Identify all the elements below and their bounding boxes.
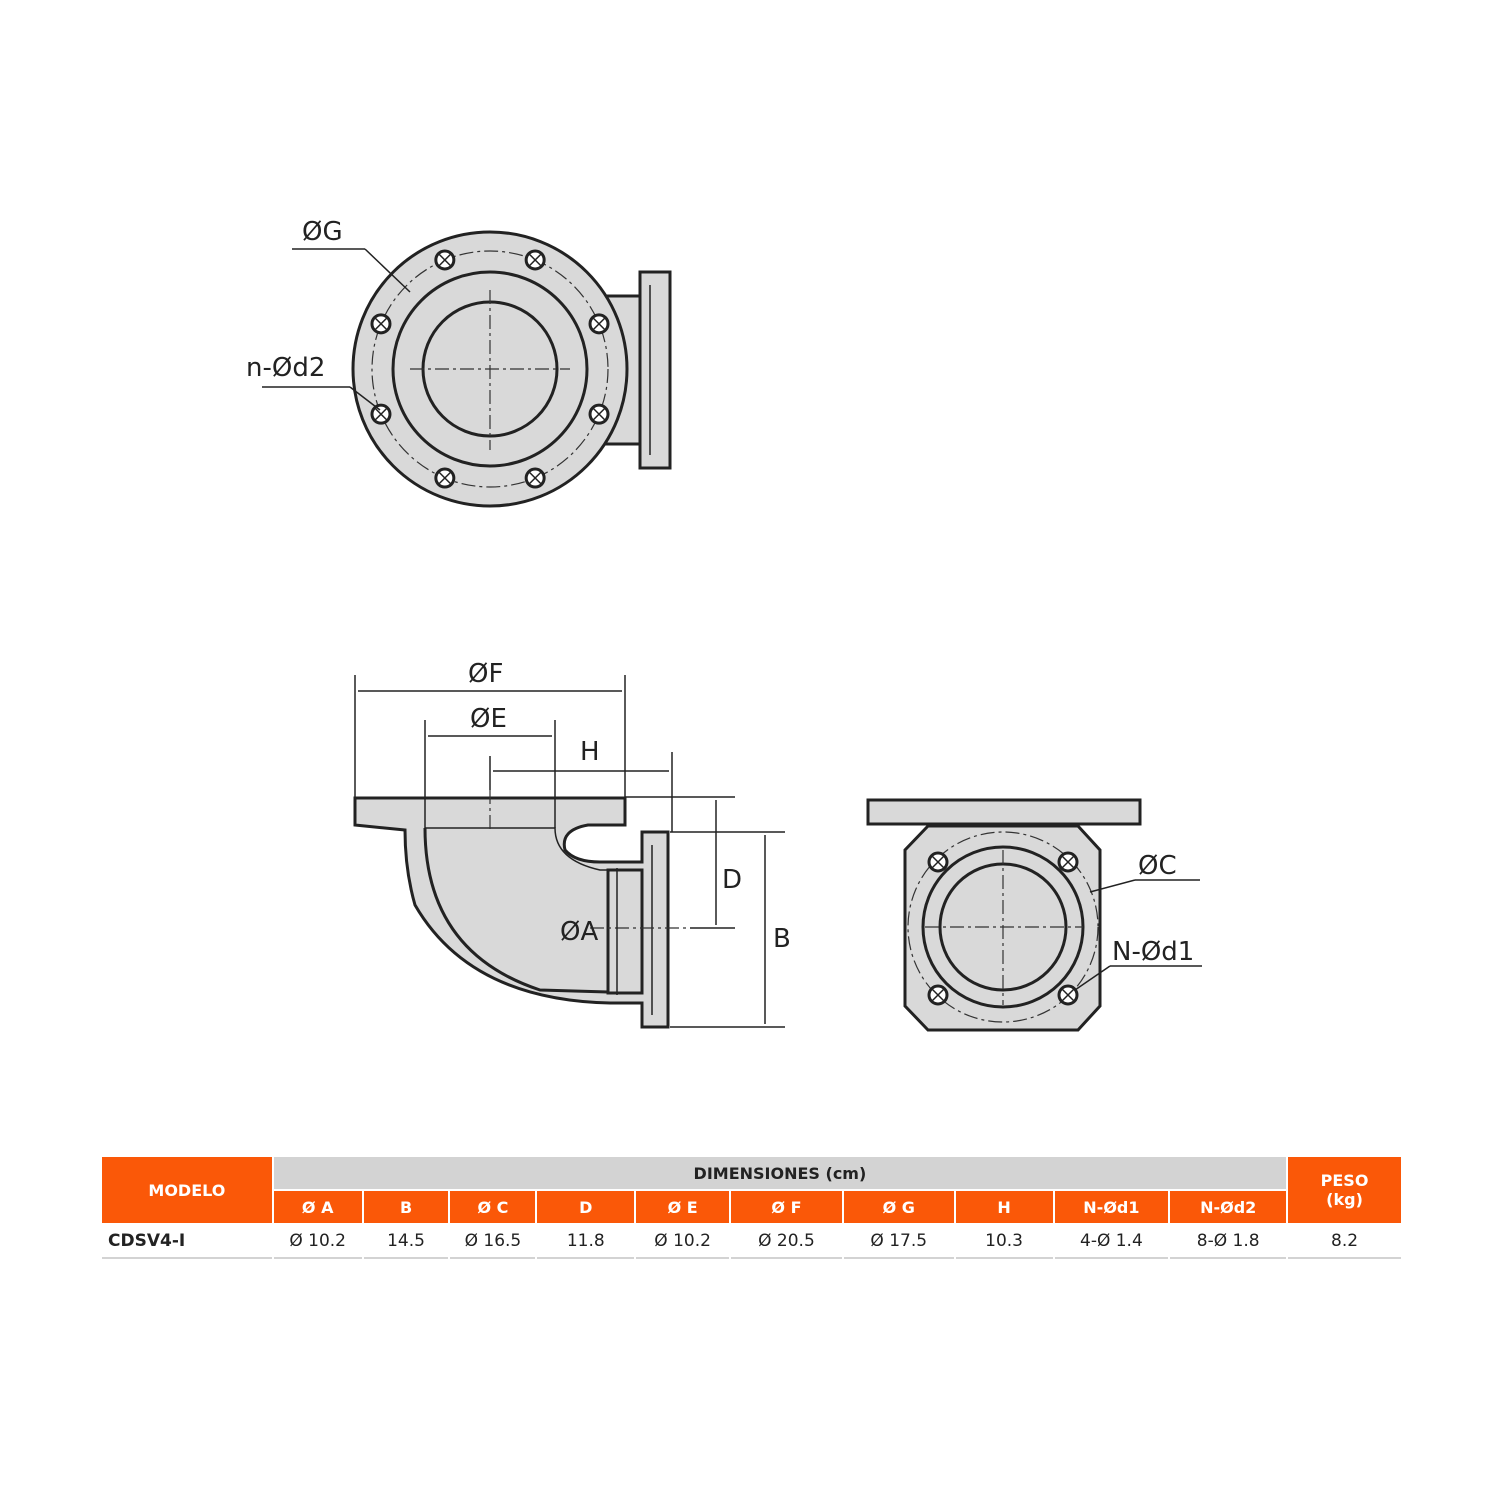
side-view: ØF ØE H D B ØA: [353, 659, 791, 1029]
cell-value: 10.3: [955, 1225, 1053, 1259]
header-dimensiones: DIMENSIONES (cm): [273, 1157, 1287, 1189]
column-header: D: [537, 1191, 635, 1223]
end-view: ØC N-Ød1: [866, 798, 1202, 1032]
column-header: Ø A: [273, 1191, 362, 1223]
cell-value: Ø 17.5: [843, 1225, 954, 1259]
column-header: N-Ød2: [1170, 1191, 1287, 1223]
cell-peso: 8.2: [1288, 1225, 1401, 1259]
technical-drawing: ØG n-Ød2 ØF ØE H D B ØA ØC N-Ød1: [246, 217, 1202, 1032]
header-peso: PESO (kg): [1288, 1157, 1401, 1223]
label-b: B: [773, 924, 791, 954]
cell-value: 4-Ø 1.4: [1054, 1225, 1169, 1259]
label-nd1: N-Ød1: [1112, 937, 1194, 967]
label-h: H: [580, 737, 600, 767]
label-a: ØA: [560, 917, 598, 947]
header-modelo: MODELO: [102, 1157, 272, 1223]
column-header: B: [363, 1191, 449, 1223]
label-e: ØE: [470, 704, 507, 734]
cell-value: Ø 10.2: [273, 1225, 362, 1259]
cell-value: Ø 16.5: [450, 1225, 536, 1259]
label-g: ØG: [302, 217, 343, 247]
label-f: ØF: [468, 659, 503, 689]
cell-modelo: CDSV4-I: [102, 1225, 272, 1259]
label-d: D: [722, 865, 742, 895]
cell-value: Ø 20.5: [731, 1225, 842, 1259]
cell-value: 14.5: [363, 1225, 449, 1259]
label-c: ØC: [1138, 851, 1177, 881]
cell-value: 11.8: [537, 1225, 635, 1259]
column-header: H: [955, 1191, 1053, 1223]
top-view: ØG n-Ød2: [246, 217, 672, 508]
cell-value: 8-Ø 1.8: [1170, 1225, 1287, 1259]
column-header: Ø F: [731, 1191, 842, 1223]
column-header: N-Ød1: [1054, 1191, 1169, 1223]
cell-value: Ø 10.2: [636, 1225, 730, 1259]
column-header: Ø E: [636, 1191, 730, 1223]
column-header: Ø C: [450, 1191, 536, 1223]
column-header: Ø G: [843, 1191, 954, 1223]
label-nd2: n-Ød2: [246, 353, 325, 383]
